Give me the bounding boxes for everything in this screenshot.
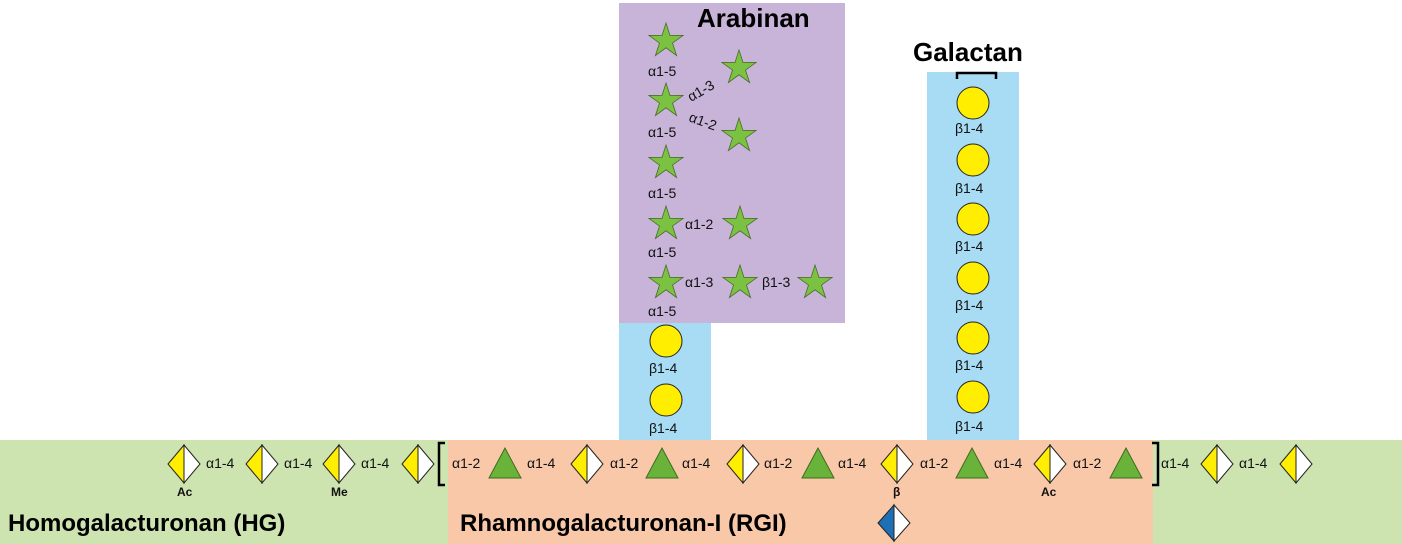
arabinose-star-icon (721, 204, 759, 240)
arabinose-star-icon (647, 204, 685, 240)
acetyl-label: Ac (1041, 485, 1057, 499)
galactan-box (927, 72, 1019, 440)
rgi-linkage: α1-2 (920, 455, 949, 471)
arabinose-star-icon (647, 81, 685, 117)
arabinose-star-icon (647, 143, 685, 179)
arabinan-title: Arabinan (697, 3, 810, 33)
rhamnose-triangle-icon (488, 446, 522, 479)
hg-region-label: Homogalacturonan (HG) (8, 510, 285, 537)
arabinan-linkage: α1-5 (648, 124, 677, 140)
rgi-linkage: α1-2 (764, 455, 793, 471)
arabinan-branch-linkage: β1-3 (762, 274, 791, 290)
hg-right-linkage: α1-4 (1161, 455, 1190, 471)
rgi-band (448, 440, 1153, 544)
rgi-region-label: Rhamnogalacturonan-I (RGI) (460, 510, 787, 537)
arabinan-linkage: α1-5 (648, 244, 677, 260)
hg-linkage: α1-4 (206, 455, 235, 471)
arabinan-branch-linkage: α1-3 (685, 274, 714, 290)
galactose-icon (956, 86, 990, 120)
rhamnose-triangle-icon (1109, 446, 1143, 479)
rgi-linkage: α1-2 (1073, 455, 1102, 471)
rhamnose-triangle-icon (955, 446, 989, 479)
galactan-linkage: β1-4 (955, 238, 984, 254)
arabinan-stem: β1-4 β1-4 (649, 324, 683, 436)
acetyl-label: Ac (177, 485, 193, 499)
galactose-icon (956, 202, 990, 236)
rgi-backbone: α1-2 α1-4 α1-2 α1-4 α1-2 α1-4 α1-2 α1-4 … (452, 444, 1143, 499)
galactose-icon (956, 143, 990, 177)
rgi-linkage: α1-2 (452, 455, 481, 471)
galactan-linkage: β1-4 (955, 120, 984, 136)
rgi-left-bracket (437, 441, 445, 487)
beta-label: β (893, 485, 900, 499)
arabinan-chain: α1-5 α1-5 α1-5 α1-5 α1-5 α1-3 α1-2 α1-2 … (647, 21, 834, 319)
rgi-linkage: α1-4 (994, 455, 1023, 471)
hg-band-right (1153, 440, 1402, 544)
hg-backbone-right: α1-4 α1-4 (1161, 444, 1313, 484)
rgi-linkage: α1-4 (682, 455, 711, 471)
galactose-icon (649, 383, 683, 417)
galactan-chain: β1-4 β1-4 β1-4 β1-4 β1-4 β1-4 (955, 86, 990, 434)
hg-right-linkage: α1-4 (1239, 455, 1268, 471)
arabinose-star-icon (720, 116, 758, 152)
arabinose-star-icon (796, 263, 834, 299)
hg-linkage: α1-4 (361, 455, 390, 471)
arabinan-stem-linkage: β1-4 (649, 420, 678, 436)
arabinan-box (619, 3, 845, 323)
arabinose-star-icon (647, 263, 685, 299)
galactose-icon (956, 321, 990, 355)
arabinan-branch-linkage: α1-2 (685, 216, 714, 232)
rgi-linkage: α1-4 (527, 455, 556, 471)
arabinan-stem-linkage: β1-4 (649, 360, 678, 376)
arabinose-star-icon (647, 21, 685, 57)
rhamnose-triangle-icon (645, 446, 679, 479)
arabinan-linkage: α1-5 (648, 303, 677, 319)
galactose-icon (956, 261, 990, 295)
hg-band-left (0, 440, 450, 544)
galactan-title: Galactan (913, 37, 1023, 67)
rgi-linkage: α1-4 (838, 455, 867, 471)
galactan-linkage: β1-4 (955, 418, 984, 434)
galactan-linkage: β1-4 (955, 297, 984, 313)
arabinan-linkage: α1-5 (648, 185, 677, 201)
galactan-bracket (955, 71, 998, 79)
galactan-linkage: β1-4 (955, 180, 984, 196)
rgi-linkage: α1-2 (610, 455, 639, 471)
galactose-icon (649, 324, 683, 358)
galactose-icon (956, 380, 990, 414)
branch-residue-blue-diamond-icon (877, 503, 911, 543)
arabinose-star-icon (721, 263, 759, 299)
hg-backbone-left: α1-4 α1-4 α1-4 Ac Me (167, 444, 435, 499)
arabinose-star-icon (720, 48, 758, 84)
rgi-right-bracket (1152, 441, 1160, 487)
rhamnose-triangle-icon (801, 446, 835, 479)
methyl-label: Me (331, 485, 348, 499)
hg-linkage: α1-4 (284, 455, 313, 471)
galactan-linkage: β1-4 (955, 357, 984, 373)
arabinan-linkage: α1-5 (648, 63, 677, 79)
